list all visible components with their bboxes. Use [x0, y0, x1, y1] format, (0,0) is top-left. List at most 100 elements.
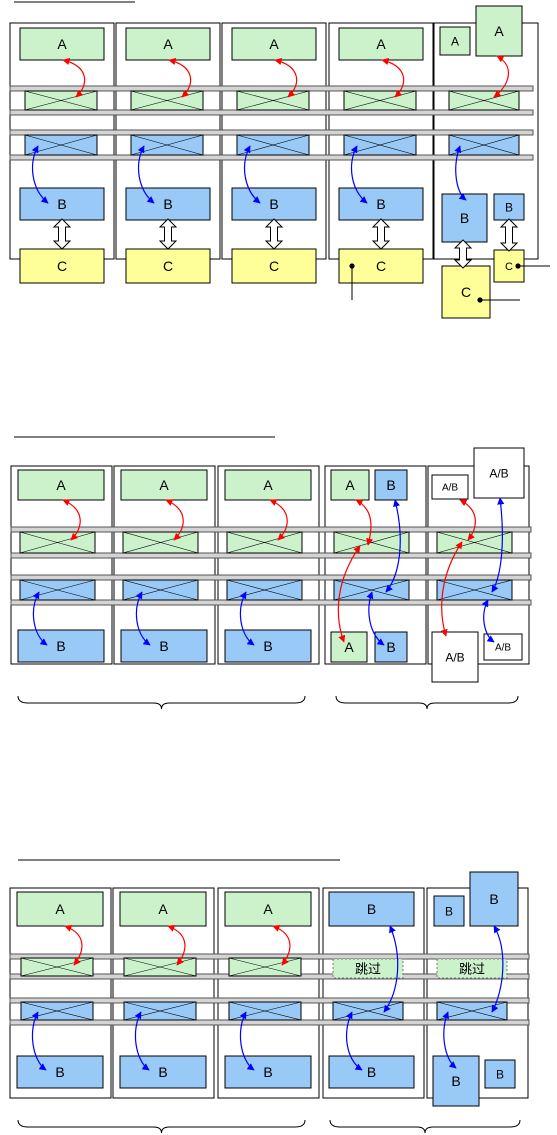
section2-box-b-4: B	[375, 632, 407, 662]
section1-box-b-3-label: B	[269, 196, 278, 212]
section2-box-ab-5-large-bottom: A/B	[432, 632, 478, 682]
section2-box-a-1: A	[18, 470, 104, 500]
section2-slot-upper-2	[123, 532, 198, 553]
section3-slot-upper-1	[21, 958, 93, 976]
section1-slot-upper-2	[131, 91, 203, 110]
section1-box-b-1: B	[20, 188, 104, 220]
section1-slot-upper-4	[344, 91, 416, 110]
section2-box-a-4: A	[331, 470, 369, 500]
section2-box-a-3-label: A	[263, 477, 273, 493]
section1-box-a-5-small-label: A	[451, 34, 459, 48]
section2-box-a-4-bottom-label: A	[344, 639, 354, 655]
section2-box-a-4-bottom: A	[331, 632, 367, 662]
section2-box-b-4-label: B	[386, 639, 395, 655]
section1-box-b-5-small-label: B	[505, 200, 513, 214]
section1-box-a-4: A	[339, 28, 423, 60]
section3-slot-lower-1	[21, 1002, 93, 1020]
section2-rail-1	[11, 527, 531, 532]
section3-box-b-4-top: B	[329, 892, 414, 926]
section1-box-a-2: A	[126, 28, 210, 60]
section2-brace-right	[336, 696, 518, 709]
section3-slot-lower-2	[124, 1002, 196, 1020]
section2-box-b-2-label: B	[159, 638, 168, 654]
section1-box-a-2-label: A	[163, 36, 173, 52]
section3-slot-lower-5	[437, 1002, 507, 1020]
section1-box-c-3: C	[232, 249, 316, 283]
section3-box-a-3: A	[225, 892, 311, 926]
section1-exchange-arrow-5a	[455, 240, 471, 268]
section2-box-b-2: B	[121, 630, 207, 662]
section3-box-b-5-small-top-label: B	[445, 904, 453, 918]
section1-box-c-4-label: C	[376, 258, 386, 274]
section1-box-c-2-label: C	[163, 258, 173, 274]
section1-exchange-arrow-1	[54, 219, 70, 249]
section3-box-a-3-label: A	[263, 901, 273, 917]
section1-box-c-5-small-label: C	[505, 261, 513, 273]
section2-box-ab-5-large-bottom-label: A/B	[445, 650, 464, 664]
section3-box-a-1-label: A	[55, 901, 65, 917]
section3-box-b-3: B	[225, 1056, 311, 1088]
section2-slot-upper-5	[437, 532, 512, 553]
section1-slot-upper-3	[237, 91, 309, 110]
section3-box-b-5-large-bottom-label: B	[451, 1073, 460, 1089]
section2-box-b-4-top-label: B	[386, 477, 395, 493]
section1-box-b-3: B	[232, 188, 316, 220]
section1-box-a-4-label: A	[376, 36, 386, 52]
section1-rail-2	[10, 110, 533, 115]
section1-exchange-arrow-3	[266, 219, 282, 249]
section1-box-a-1: A	[20, 28, 104, 60]
section1-rail-4	[10, 155, 533, 160]
section2-slot-lower-3	[227, 580, 302, 600]
section3-box-b-5-large-top-label: B	[489, 891, 498, 907]
section2-slot-upper-4	[334, 532, 409, 553]
section1-box-b-4: B	[339, 188, 423, 220]
section3-slot-upper-2	[124, 958, 196, 976]
section3-box-b-5-small-top: B	[434, 896, 464, 926]
section2-box-ab-5-small-top-label: A/B	[442, 483, 458, 494]
section3-box-b-4: B	[329, 1056, 414, 1088]
section3-box-a-2-label: A	[158, 901, 168, 917]
section3-slot-lower-3	[229, 1002, 301, 1020]
section1-rail-1	[10, 86, 533, 91]
section1-slot-upper-5	[449, 91, 519, 110]
section1-box-b-5-small: B	[494, 194, 524, 220]
section2-box-a-2-label: A	[159, 477, 169, 493]
section2-rail-3	[11, 575, 531, 580]
section2-box-a-1-label: A	[56, 477, 66, 493]
section1-exchange-arrow-4	[373, 219, 389, 249]
section1-box-c-3-label: C	[269, 258, 279, 274]
section1-box-b-4-label: B	[376, 196, 385, 212]
section3-box-b-1-label: B	[55, 1064, 64, 1080]
section3-box-b-4-label: B	[367, 1064, 376, 1080]
section1-box-b-5-large-label: B	[460, 210, 469, 226]
section2-rail-4	[11, 600, 531, 605]
section1-box-c-1-label: C	[57, 258, 67, 274]
section3-skip-4-label: 跳过	[355, 962, 381, 977]
section1-exchange-arrow-5b	[501, 219, 517, 251]
section3-box-b-5-small-bottom-label: B	[496, 1067, 504, 1081]
section2-box-b-3-label: B	[263, 638, 272, 654]
section3-brace-left	[18, 1120, 305, 1133]
section3-slot-lower-4	[333, 1002, 403, 1020]
section1-box-c-1: C	[20, 249, 104, 283]
section1-box-a-1-label: A	[57, 36, 67, 52]
section2-slot-upper-1	[20, 532, 95, 553]
section1-box-b-5-large: B	[442, 194, 487, 242]
section3-box-b-2-label: B	[158, 1064, 167, 1080]
section1-box-a-5-large-label: A	[494, 23, 504, 39]
section2-box-ab-5-small-bottom-label: A/B	[495, 643, 511, 654]
section2-box-ab-5-small-top: A/B	[432, 475, 468, 499]
section3-box-b-2: B	[120, 1056, 206, 1088]
section3-box-b-3-label: B	[263, 1064, 272, 1080]
section2-box-b-4-top: B	[375, 470, 407, 500]
section2-box-ab-5-large-top-label: A/B	[489, 466, 508, 480]
section3-skip-5-label: 跳过	[459, 962, 485, 977]
section1-box-a-3-label: A	[269, 36, 279, 52]
section1-box-c-5-large: C	[442, 266, 490, 318]
section1-box-c-2: C	[126, 249, 210, 283]
section2-box-b-1: B	[18, 630, 104, 662]
section1-box-a-5-small: A	[440, 27, 470, 55]
section3-skip-5: 跳过	[437, 959, 507, 978]
section2-slot-lower-1	[20, 580, 95, 600]
